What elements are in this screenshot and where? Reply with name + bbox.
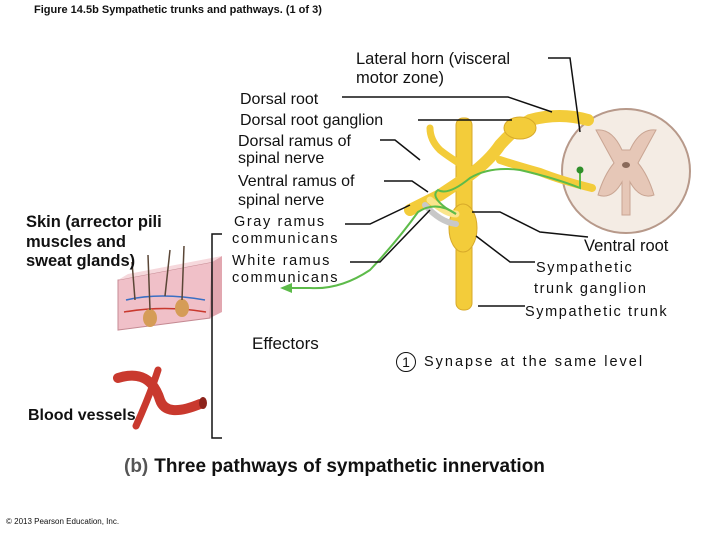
white-ramus-label: White ramus: [232, 253, 331, 269]
leader-lines: [211, 57, 589, 439]
step-description: Synapse at the same level: [424, 354, 645, 370]
dorsal-root-ganglion-label: Dorsal root ganglion: [240, 112, 384, 129]
blood-vessels-label: Blood vessels: [28, 407, 136, 424]
ventral-root-label: Ventral root: [584, 237, 669, 255]
preganglionic-postganglionic-pathway: [280, 166, 584, 293]
copyright-notice: © 2013 Pearson Education, Inc.: [6, 517, 120, 526]
nerve-structures: [404, 110, 596, 311]
lateral-horn-label-line2: motor zone): [356, 69, 445, 87]
ventral-ramus-label-line2: spinal nerve: [238, 192, 325, 209]
spinal-cord: [561, 108, 691, 234]
white-ramus-label-line2: communicans: [232, 270, 340, 286]
skin-illustration: [117, 245, 222, 331]
effectors-label: Effectors: [252, 334, 319, 353]
trunk-ganglion-label-line2: trunk ganglion: [534, 281, 648, 297]
blood-vessel-illustration: [113, 366, 207, 430]
gray-ramus-label: Gray ramus: [234, 214, 326, 230]
dorsal-ramus-label: Dorsal ramus of: [238, 133, 351, 150]
diagram-title-text: Three pathways of sympathetic innervatio…: [154, 456, 545, 477]
skin-label: Skin (arrector pili muscles and sweat gl…: [26, 213, 162, 270]
dorsal-root-label: Dorsal root: [240, 91, 319, 108]
diagram-title: (b)Three pathways of sympathetic innerva…: [124, 456, 545, 478]
lateral-horn-label: Lateral horn (visceral: [356, 50, 511, 68]
gray-ramus-label-line2: communicans: [232, 231, 340, 247]
ventral-ramus-label: Ventral ramus of: [238, 173, 355, 190]
dorsal-ramus-label-line2: spinal nerve: [238, 150, 325, 167]
panel-tag: (b): [124, 456, 149, 477]
trunk-ganglion-label: Sympathetic: [536, 260, 634, 276]
step-number-badge: 1: [396, 352, 416, 372]
figure-caption: Figure 14.5b Sympathetic trunks and path…: [34, 4, 322, 16]
sympathetic-trunk-label: Sympathetic trunk: [525, 304, 669, 320]
